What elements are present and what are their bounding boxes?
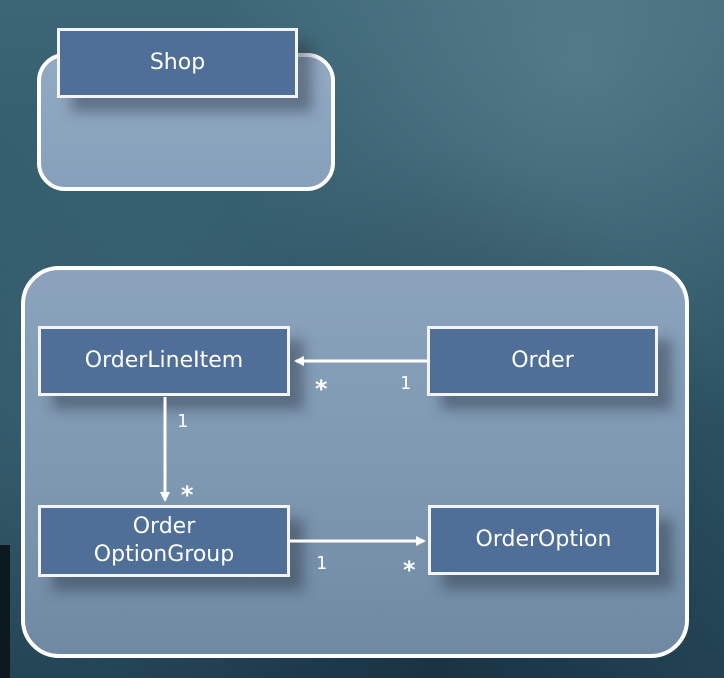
class-order-label: Order [511,348,574,373]
class-order-line-item[interactable]: OrderLineItem [38,326,290,396]
class-order-option[interactable]: OrderOption [428,505,659,575]
class-order-line-item-label: OrderLineItem [84,348,244,373]
class-order[interactable]: Order [427,326,658,396]
left-edge-strip [0,545,10,678]
class-order-option-label: OrderOption [475,527,612,552]
class-order-option-group-label-line2: OptionGroup [93,542,235,567]
class-shop[interactable]: Shop [57,28,298,98]
class-shop-label: Shop [149,50,206,75]
class-order-option-group[interactable]: Order OptionGroup [38,505,290,577]
class-order-option-group-label-line1: Order [132,514,196,539]
order-aggregate-container [21,266,689,658]
